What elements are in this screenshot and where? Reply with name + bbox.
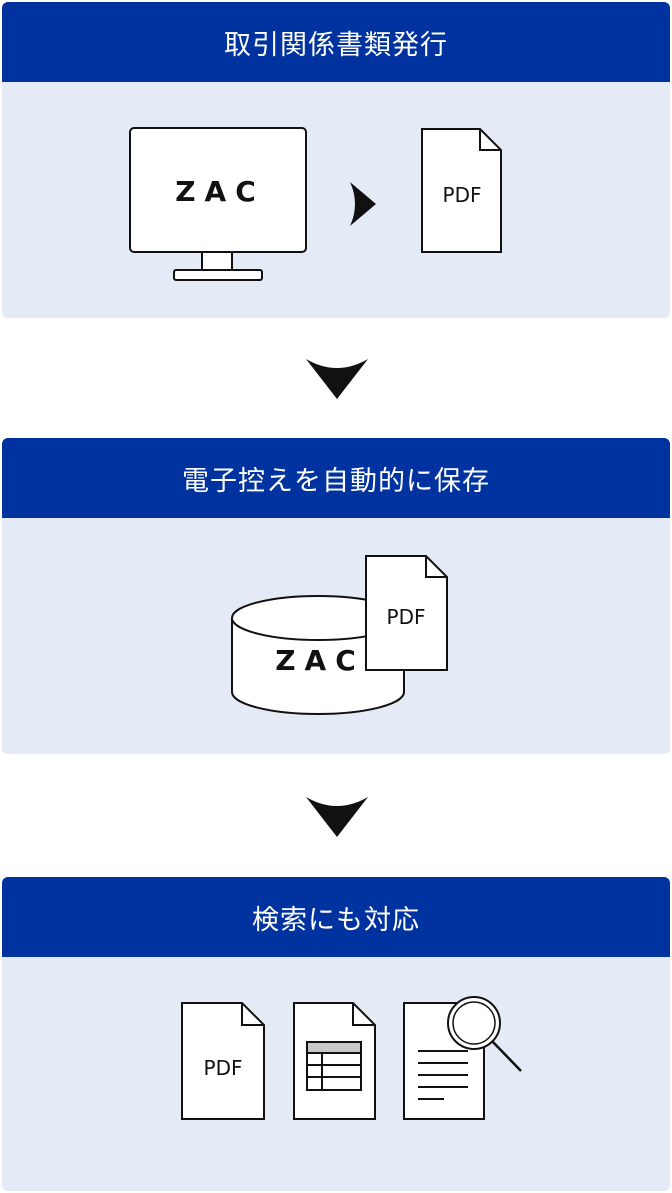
step-issue-documents: 取引関係書類発行 ZAC PDF — [2, 2, 670, 318]
chevron-down-icon — [306, 359, 368, 399]
document-search-icon — [403, 996, 522, 1120]
spreadsheet-file-icon — [293, 1002, 376, 1120]
database-icon: ZAC — [231, 595, 405, 715]
search-illustration: PDF — [181, 996, 522, 1120]
monitor-icon: ZAC — [129, 127, 307, 281]
step-title: 取引関係書類発行 — [2, 2, 670, 82]
save-illustration: ZAC PDF — [231, 555, 448, 715]
chevron-right-icon — [350, 182, 376, 226]
step-illustration: ZAC PDF — [2, 82, 670, 318]
database-label: ZAC — [275, 644, 365, 677]
pdf-file-icon: PDF — [365, 555, 448, 671]
step-title: 電子控えを自動的に保存 — [2, 438, 670, 518]
step-auto-save: 電子控えを自動的に保存 ZAC PDF — [2, 438, 670, 754]
pdf-file-icon: PDF — [181, 1002, 265, 1120]
pdf-label: PDF — [443, 183, 482, 207]
issue-illustration: ZAC PDF — [129, 127, 502, 281]
step-illustration: ZAC PDF — [2, 518, 670, 754]
step-search: 検索にも対応 PDF — [2, 877, 670, 1191]
step-title: 検索にも対応 — [2, 877, 670, 957]
pdf-label: PDF — [387, 605, 426, 629]
pdf-file-icon: PDF — [421, 128, 502, 253]
chevron-down-icon — [306, 797, 368, 837]
monitor-label: ZAC — [175, 175, 265, 208]
pdf-label: PDF — [204, 1056, 243, 1080]
step-illustration: PDF — [2, 957, 670, 1191]
